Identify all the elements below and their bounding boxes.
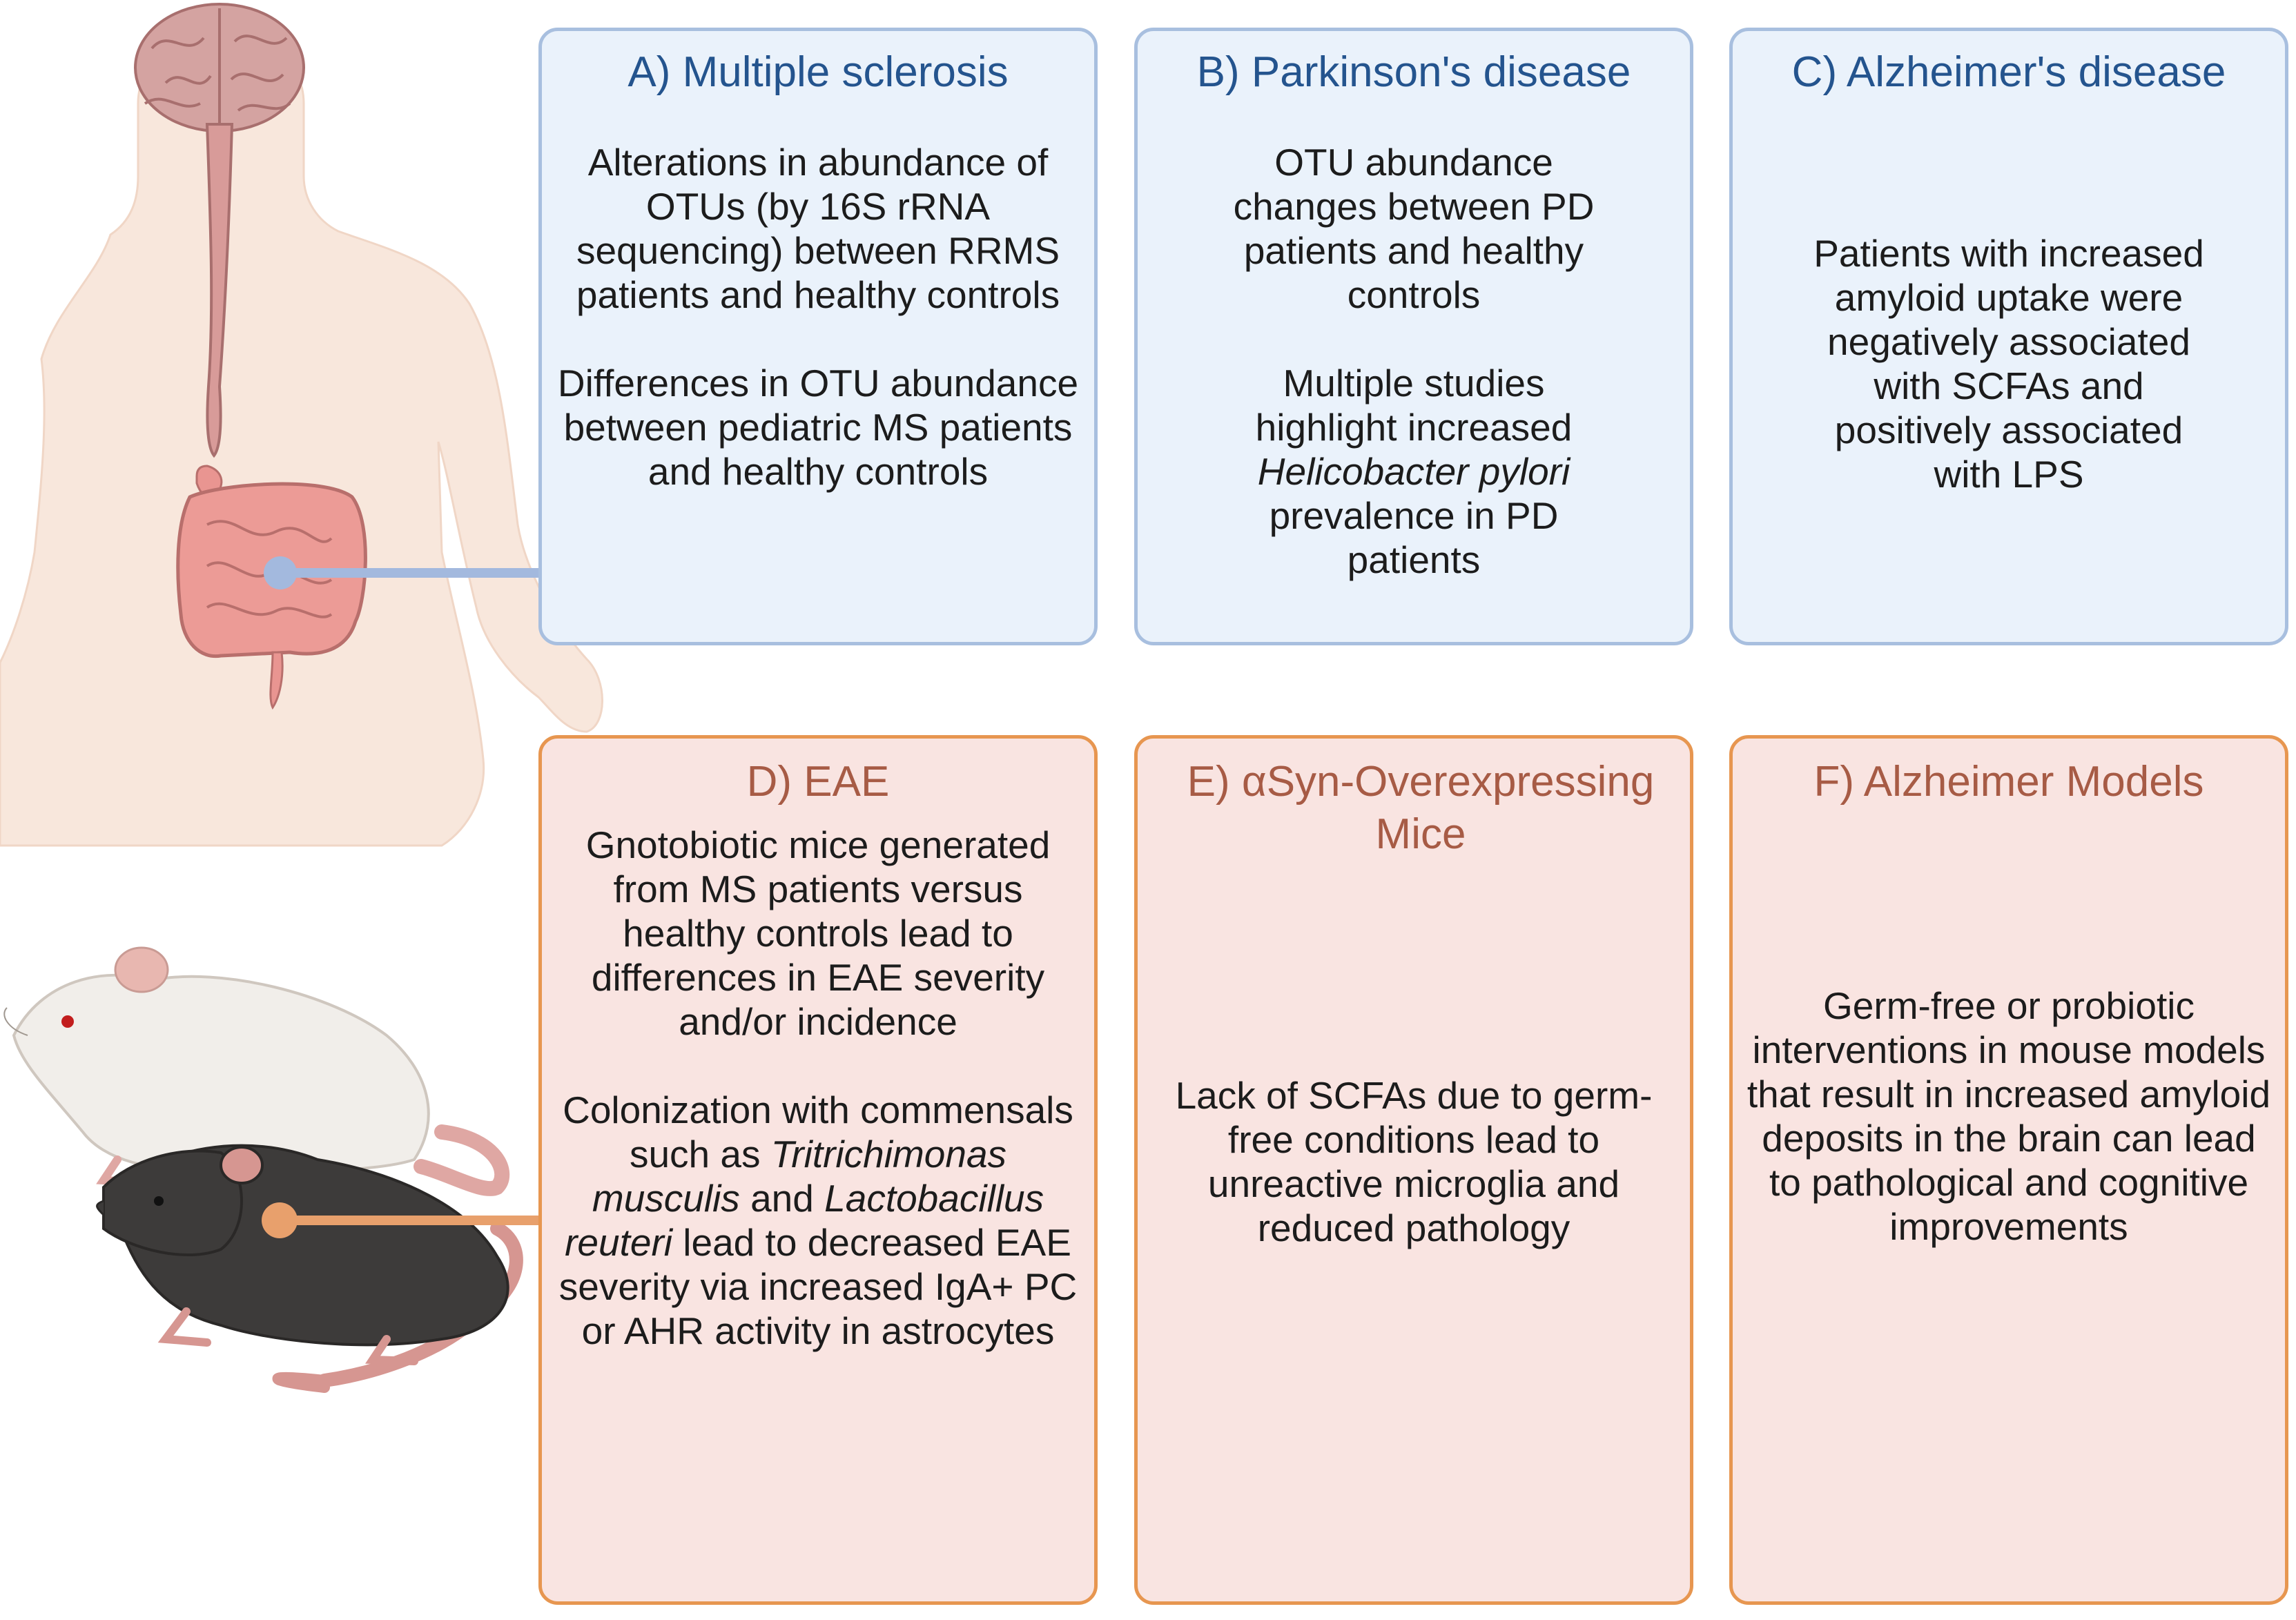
- panel-multiple-sclerosis: A) Multiple sclerosis Alterations in abu…: [538, 28, 1098, 645]
- italic-species: Tritrichimonas musculis: [592, 1133, 1007, 1220]
- italic-species: Helicobacter pylori: [1257, 450, 1570, 493]
- panel-title: E) αSyn-Overexpressing Mice: [1187, 758, 1655, 858]
- brain-icon: [134, 3, 305, 133]
- italic-species: Lactobacillus reuteri: [565, 1177, 1044, 1264]
- panel-title: C) Alzheimer's disease: [1791, 48, 2226, 96]
- mouse-connector-dot: [262, 1202, 298, 1238]
- panel-paragraph: Alterations in abundance of OTUs (by 16S…: [576, 141, 1060, 316]
- panel-paragraph: OTU abundance changes between PD patient…: [1233, 141, 1595, 316]
- panel-text: Gnotobiotic mice generated from MS patie…: [554, 823, 1082, 1353]
- panel-alzheimers-disease: C) Alzheimer's disease Patients with inc…: [1729, 28, 2288, 645]
- panel-text: OTU abundance changes between PD patient…: [1214, 140, 1614, 582]
- panel-text: Lack of SCFAs due to germ-free condition…: [1150, 1073, 1677, 1250]
- panel-paragraph: Multiple studies highlight increased Hel…: [1255, 362, 1573, 581]
- human-body-silhouette: [0, 35, 603, 847]
- panel-text: Patients with increased amyloid uptake w…: [1798, 231, 2219, 496]
- human-body-with-brain-and-gut-icon: [0, 3, 603, 847]
- panel-text: Alterations in abundance of OTUs (by 16S…: [554, 140, 1082, 494]
- panel-paragraph: Gnotobiotic mice generated from MS patie…: [585, 823, 1051, 1043]
- black-mouse: [96, 1144, 523, 1393]
- panel-paragraph: Differences in OTU abundance between ped…: [557, 362, 1079, 493]
- esophagus-icon: [205, 123, 234, 458]
- panel-paragraph: Lack of SCFAs due to germ-free condition…: [1175, 1074, 1653, 1249]
- panel-alzheimer-models: F) Alzheimer Models Germ-free or probiot…: [1729, 735, 2288, 1605]
- panel-paragraph: Germ-free or probiotic interventions in …: [1747, 984, 2271, 1248]
- panel-title: F) Alzheimer Models: [1813, 758, 2204, 806]
- white-and-black-laboratory-mice-icon: [3, 946, 523, 1393]
- panel-paragraph: Colonization with commensals such as Tri…: [558, 1089, 1078, 1352]
- panel-asyn-overexpressing-mice: E) αSyn-Overexpressing Mice Lack of SCFA…: [1134, 735, 1693, 1605]
- panel-text: Germ-free or probiotic interventions in …: [1745, 984, 2273, 1249]
- human-connector-dot: [264, 556, 297, 589]
- panel-paragraph: Patients with increased amyloid uptake w…: [1813, 232, 2204, 496]
- panel-eae: D) EAE Gnotobiotic mice generated from M…: [538, 735, 1098, 1605]
- panel-title: D) EAE: [746, 758, 890, 806]
- panel-title: B) Parkinson's disease: [1196, 48, 1631, 96]
- panel-title: A) Multiple sclerosis: [627, 48, 1009, 96]
- white-mouse: [3, 946, 510, 1196]
- panel-parkinsons-disease: B) Parkinson's disease OTU abundance cha…: [1134, 28, 1693, 645]
